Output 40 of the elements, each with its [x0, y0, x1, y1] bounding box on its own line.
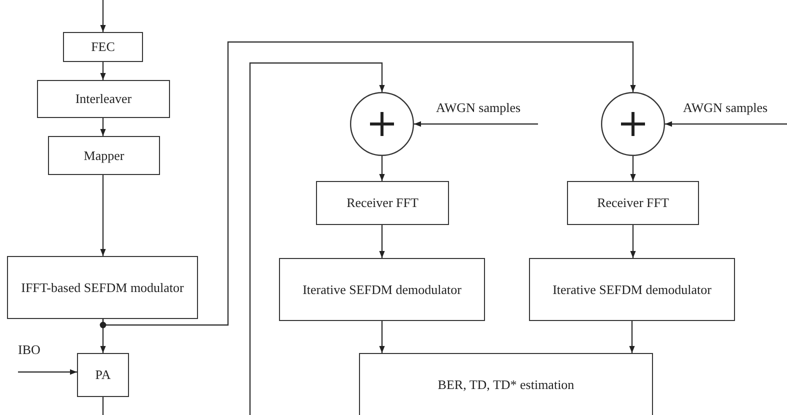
adder-circle: [350, 92, 414, 156]
arrow: [414, 121, 538, 127]
arrow: [379, 156, 385, 181]
arrow: [379, 321, 385, 353]
arrow: [100, 62, 106, 80]
node-label: PA: [95, 367, 111, 383]
process-box: [37, 80, 170, 118]
arrow: [249, 62, 385, 415]
process-box: [77, 353, 129, 397]
node-label: AWGN samples: [436, 100, 521, 116]
process-box: [7, 256, 198, 319]
node-label: Receiver FFT: [346, 195, 418, 211]
node-label: Interleaver: [75, 91, 132, 107]
arrow: [18, 369, 77, 375]
arrow: [630, 225, 636, 258]
process-box: [48, 136, 160, 175]
process-box: [567, 181, 699, 225]
process-box: [529, 258, 735, 321]
node-label: IBO: [18, 342, 40, 358]
node-label: Mapper: [84, 148, 124, 164]
process-box: [279, 258, 485, 321]
process-box: [63, 32, 143, 62]
arrow: [630, 156, 636, 181]
process-box: [316, 181, 449, 225]
arrow: [665, 121, 787, 127]
arrow: [100, 0, 106, 32]
node-label: Iterative SEFDM demodulator: [552, 282, 712, 298]
node-label: Iterative SEFDM demodulator: [302, 282, 462, 298]
node-label: Receiver FFT: [597, 195, 669, 211]
node-label: FEC: [91, 39, 115, 55]
arrow: [629, 321, 635, 353]
node-label: BER, TD, TD* estimation: [438, 377, 574, 393]
arrow: [379, 225, 385, 258]
arrow: [102, 41, 636, 326]
node-label: IFFT-based SEFDM modulator: [21, 280, 184, 296]
arrow: [100, 118, 106, 136]
node-label: AWGN samples: [683, 100, 768, 116]
arrow: [100, 175, 106, 256]
process-box: [359, 353, 653, 415]
adder-circle: [601, 92, 665, 156]
